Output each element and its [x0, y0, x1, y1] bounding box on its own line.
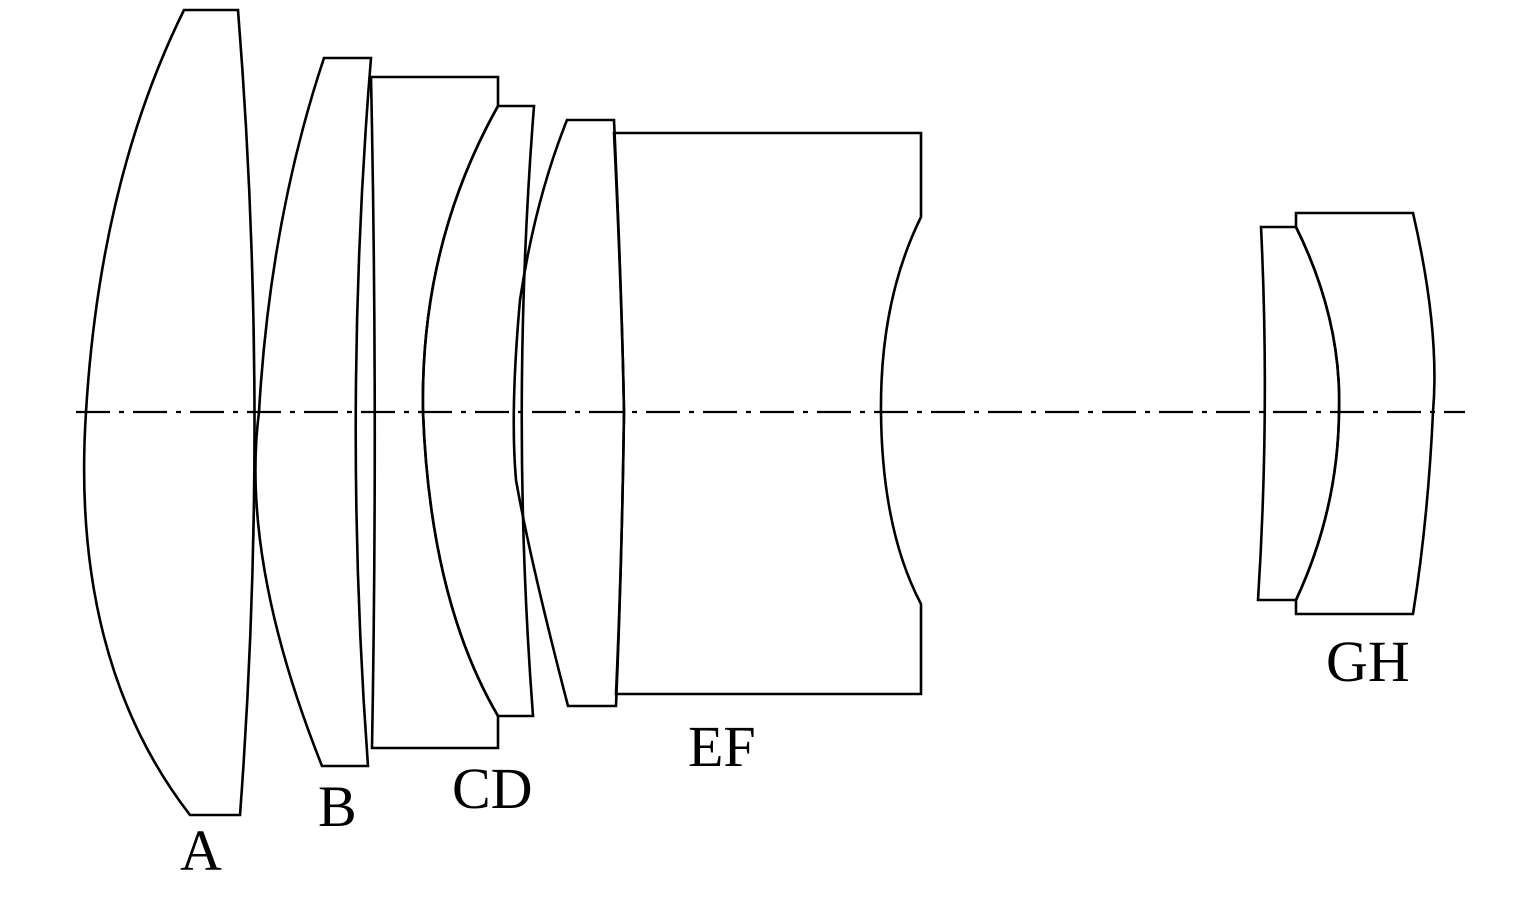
label-gh: GH [1326, 629, 1410, 694]
label-a: A [180, 818, 222, 883]
label-cd: CD [452, 756, 533, 821]
lens-g [1256, 225, 1341, 602]
lens-h [1294, 211, 1436, 616]
label-ef: EF [688, 714, 756, 779]
lens-a [82, 8, 256, 817]
lens-d [421, 104, 536, 718]
lens-b [254, 56, 373, 768]
lens-f [612, 131, 923, 696]
label-b: B [318, 774, 357, 839]
